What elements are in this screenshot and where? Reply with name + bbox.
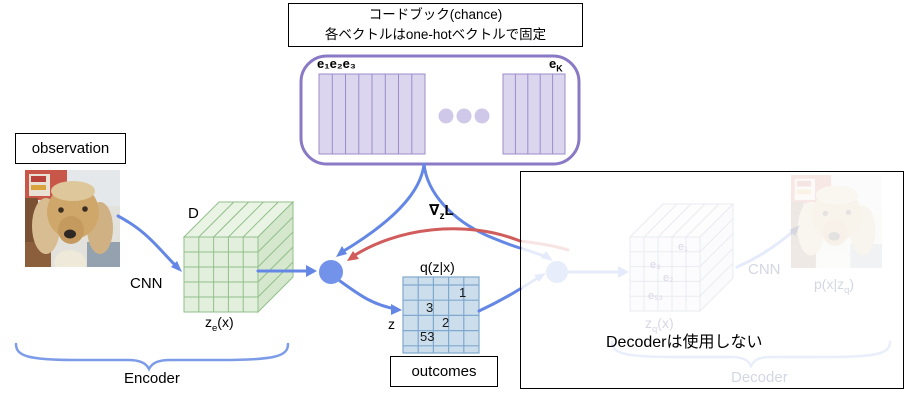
grid-number-2: 2 xyxy=(442,315,450,330)
grid-number-3: 3 xyxy=(426,300,434,315)
encoder-cube xyxy=(182,200,295,314)
decoder-cnn-label: CNN xyxy=(748,261,781,278)
depth-label: D xyxy=(188,205,199,222)
qzx-title: q(z|x) xyxy=(420,259,455,275)
zqx-label: zq(x) xyxy=(645,315,674,335)
codebook-block-right xyxy=(502,73,566,155)
quantization-node xyxy=(319,260,343,284)
grid-to-decoder-curve xyxy=(477,287,522,313)
blue-arrows xyxy=(116,162,522,313)
codebook-note-line1: コードブック(chance) xyxy=(368,6,503,22)
z-label: z xyxy=(388,316,395,332)
node-to-grid-arrow xyxy=(338,279,398,311)
decoder-cube xyxy=(628,202,735,313)
gradient-arrow xyxy=(350,227,522,259)
grid-number-1: 1 xyxy=(459,285,467,300)
codebook-ek-label: eK xyxy=(549,56,563,74)
outcomes-label: outcomes xyxy=(411,363,477,380)
codebook-fork-right xyxy=(422,162,522,250)
codebook-note-line2: 各ベクトルはone-hotベクトルで固定 xyxy=(324,27,547,42)
codebook-note-box: コードブック(chance) 各ベクトルはone-hotベクトルで固定 xyxy=(288,3,583,47)
decoder-brace-label: Decoder xyxy=(731,369,788,386)
decoder-e2-label: e₂ xyxy=(663,272,674,284)
observation-label-box: observation xyxy=(15,133,126,164)
qzx-grid xyxy=(402,276,480,354)
decoder-e53-label: e₅₃ xyxy=(648,290,664,302)
zex-label: ze(x) xyxy=(205,314,234,334)
codebook-fork-left xyxy=(340,162,426,254)
gradient-arrowhead xyxy=(347,251,359,261)
encoder-brace xyxy=(14,342,290,372)
observation-label: observation xyxy=(31,140,110,157)
decoder-brace xyxy=(610,340,892,369)
encoder-brace-label: Encoder xyxy=(124,370,180,387)
decoder-unused-note: Decoderは使用しない xyxy=(606,334,763,351)
observation-image xyxy=(25,170,120,267)
codebook-ellipsis-dots xyxy=(438,108,490,124)
decoder-node xyxy=(546,261,568,283)
pxzq-label: p(x|zq) xyxy=(814,276,855,296)
reconstruction-image xyxy=(790,175,883,268)
gradient-label: ∇zL xyxy=(429,202,454,222)
grid-number-53: 53 xyxy=(420,329,435,344)
decoder-e3-label: e₃ xyxy=(650,259,661,271)
blue-arrowheads xyxy=(171,246,402,315)
decoder-faded-group xyxy=(518,202,892,369)
codebook-e123-label: e₁e₂e₃ xyxy=(317,56,356,71)
codebook-vectors xyxy=(318,73,566,155)
outcomes-label-box: outcomes xyxy=(390,356,498,387)
encoder-cnn-label: CNN xyxy=(130,275,163,292)
cnn-arrow xyxy=(116,214,178,268)
decoder-e1-label: e₁ xyxy=(678,241,688,253)
